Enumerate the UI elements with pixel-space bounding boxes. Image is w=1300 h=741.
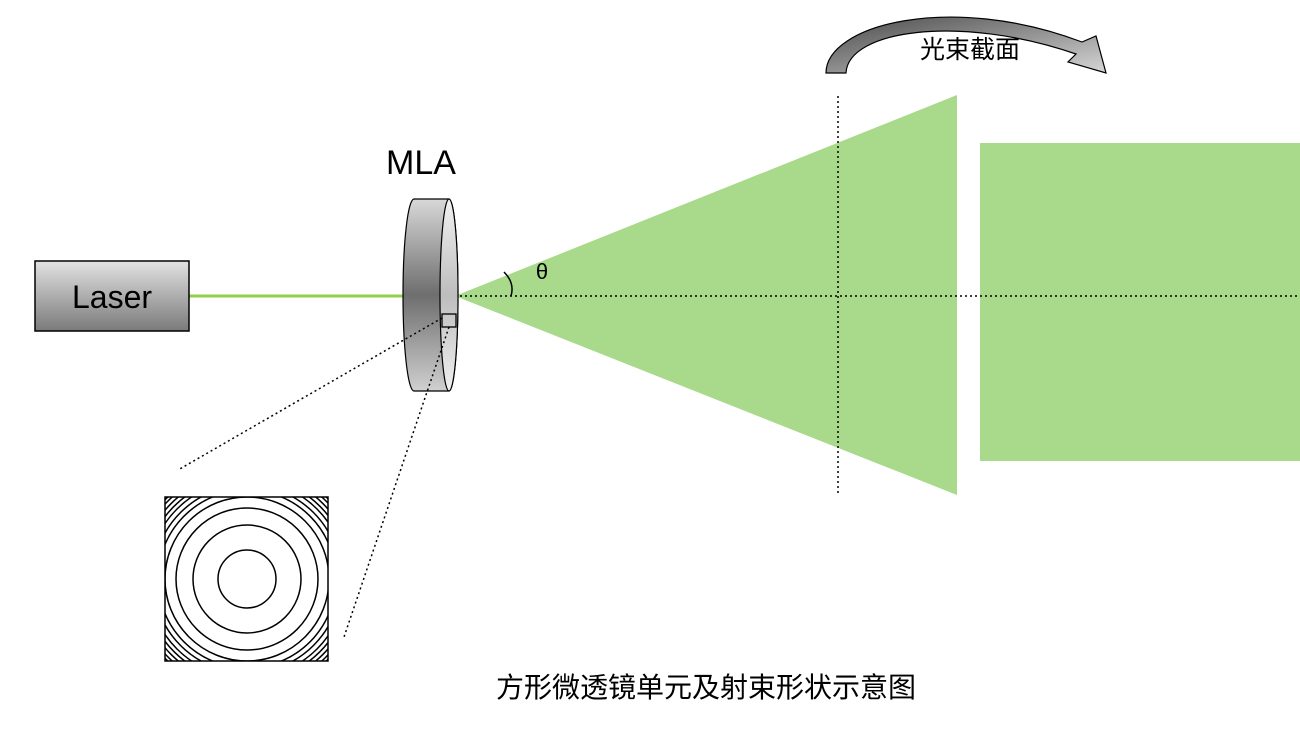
- angle-arc: [503, 271, 513, 297]
- mla-front-face: [439, 198, 459, 392]
- cross-section-indicator: 光束截面: [825, 16, 1107, 74]
- microlens-rings: [165, 497, 328, 661]
- laser-box: [34, 260, 190, 332]
- beam-cross-section: [980, 143, 1300, 461]
- lens-ring: [217, 549, 277, 609]
- lens-ring: [192, 524, 302, 634]
- angle-label: θ: [536, 259, 548, 284]
- cross-section-label: 光束截面: [920, 35, 1020, 64]
- beam-cone: [455, 95, 957, 495]
- square-microlens-detail: [164, 496, 329, 662]
- lens-ring: [175, 507, 319, 651]
- mla-label: MLA: [386, 144, 456, 182]
- zoom-leader-line-upper: [177, 317, 443, 471]
- laser-label: Laser: [72, 279, 152, 315]
- laser-source: Laser: [34, 260, 190, 332]
- mla-element: MLA: [386, 144, 459, 392]
- figure-caption: 方形微透镜单元及射束形状示意图: [496, 671, 916, 704]
- microlens-border: [164, 496, 329, 662]
- divergence-angle: θ: [503, 259, 548, 297]
- curved-arrow-icon: [825, 16, 1107, 74]
